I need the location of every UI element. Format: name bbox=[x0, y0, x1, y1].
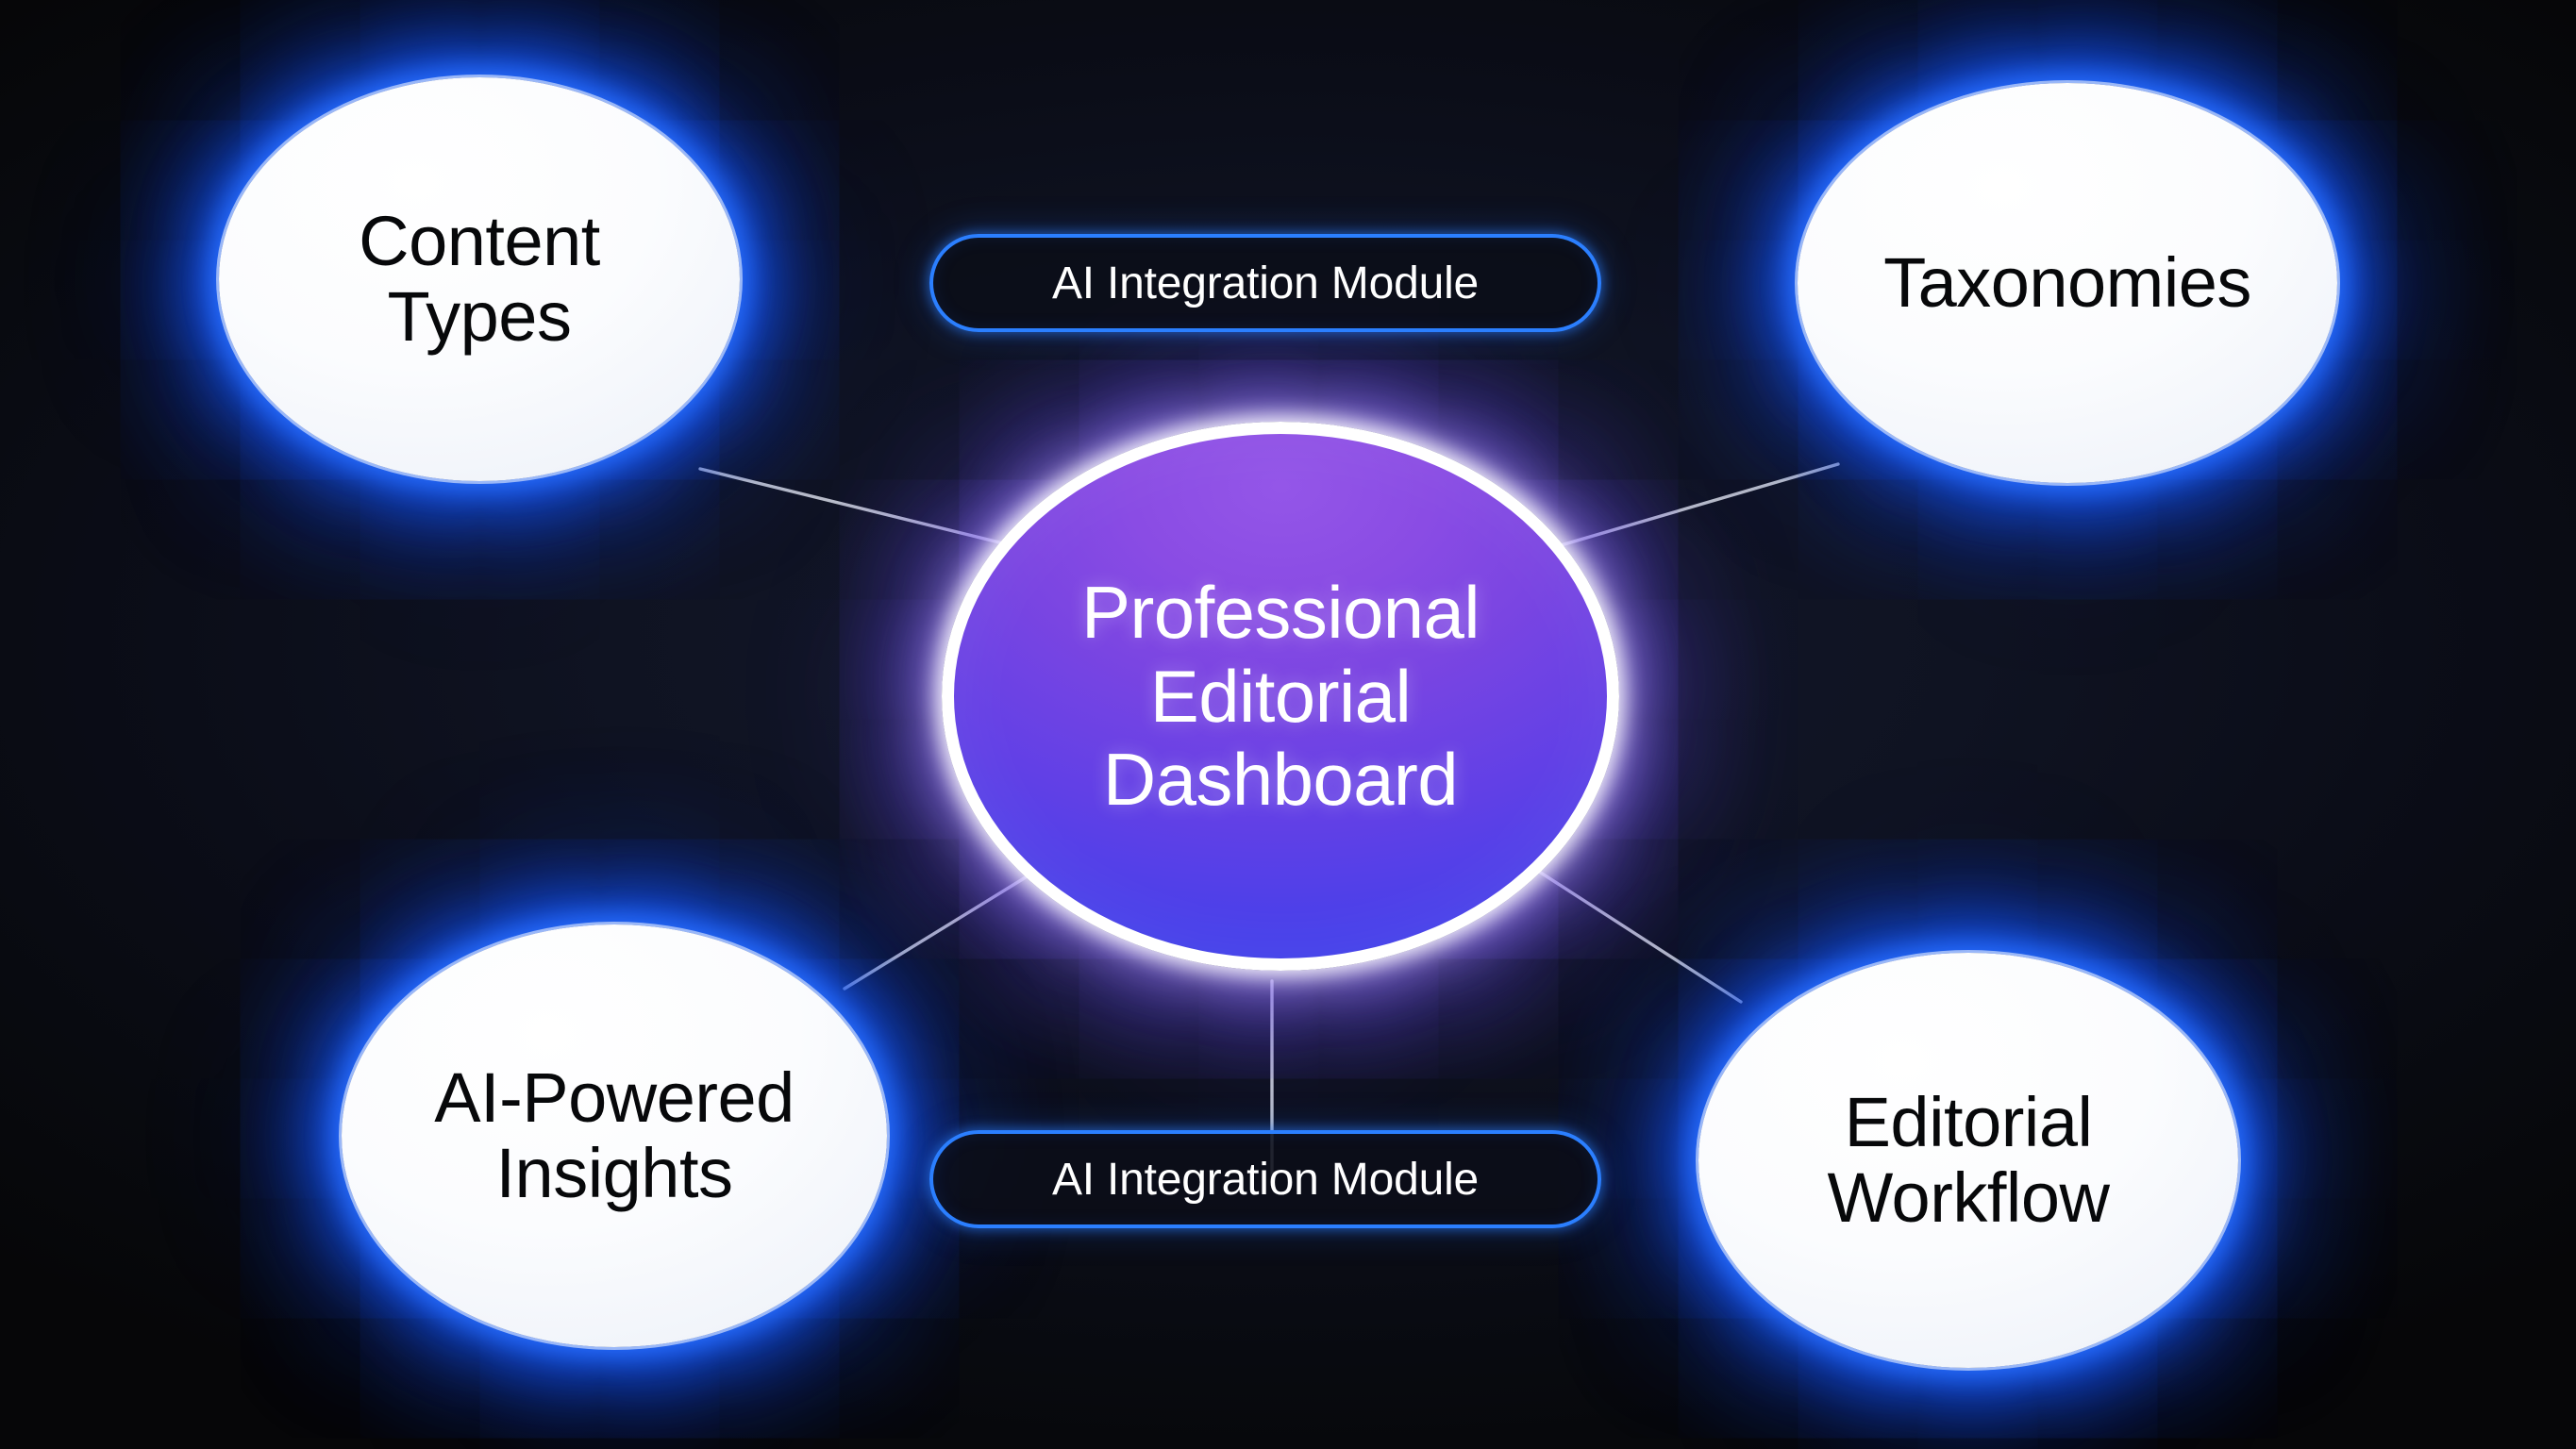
pill-ai-integration-module-top-label: AI Integration Module bbox=[1051, 258, 1480, 308]
node-taxonomies-label: Taxonomies bbox=[1883, 243, 2251, 323]
connector-hub-to-taxonomies bbox=[1527, 462, 1840, 557]
pill-ai-integration-module-top[interactable]: AI Integration Module bbox=[929, 234, 1601, 332]
node-content-types[interactable]: Content Types bbox=[219, 77, 740, 481]
node-taxonomies[interactable]: Taxonomies bbox=[1798, 83, 2337, 483]
node-content-types-label: Content Types bbox=[359, 202, 600, 356]
node-editorial-workflow[interactable]: Editorial Workflow bbox=[1698, 953, 2238, 1368]
node-editorial-workflow-label: Editorial Workflow bbox=[1827, 1083, 2110, 1237]
pill-ai-integration-module-bottom[interactable]: AI Integration Module bbox=[929, 1130, 1601, 1228]
hub-node-label: Professional Editorial Dashboard bbox=[1080, 570, 1480, 822]
node-ai-powered-insights[interactable]: AI-Powered Insights bbox=[342, 924, 887, 1347]
connector-hub-to-content-types bbox=[698, 467, 1040, 554]
connector-hub-to-ai-powered-insights bbox=[843, 871, 1035, 991]
connector-hub-to-editorial-workflow bbox=[1531, 866, 1743, 1004]
node-ai-powered-insights-label: AI-Powered Insights bbox=[434, 1058, 795, 1212]
pill-ai-integration-module-bottom-label: AI Integration Module bbox=[1051, 1154, 1480, 1205]
hub-node-professional-editorial-dashboard[interactable]: Professional Editorial Dashboard bbox=[942, 422, 1619, 971]
